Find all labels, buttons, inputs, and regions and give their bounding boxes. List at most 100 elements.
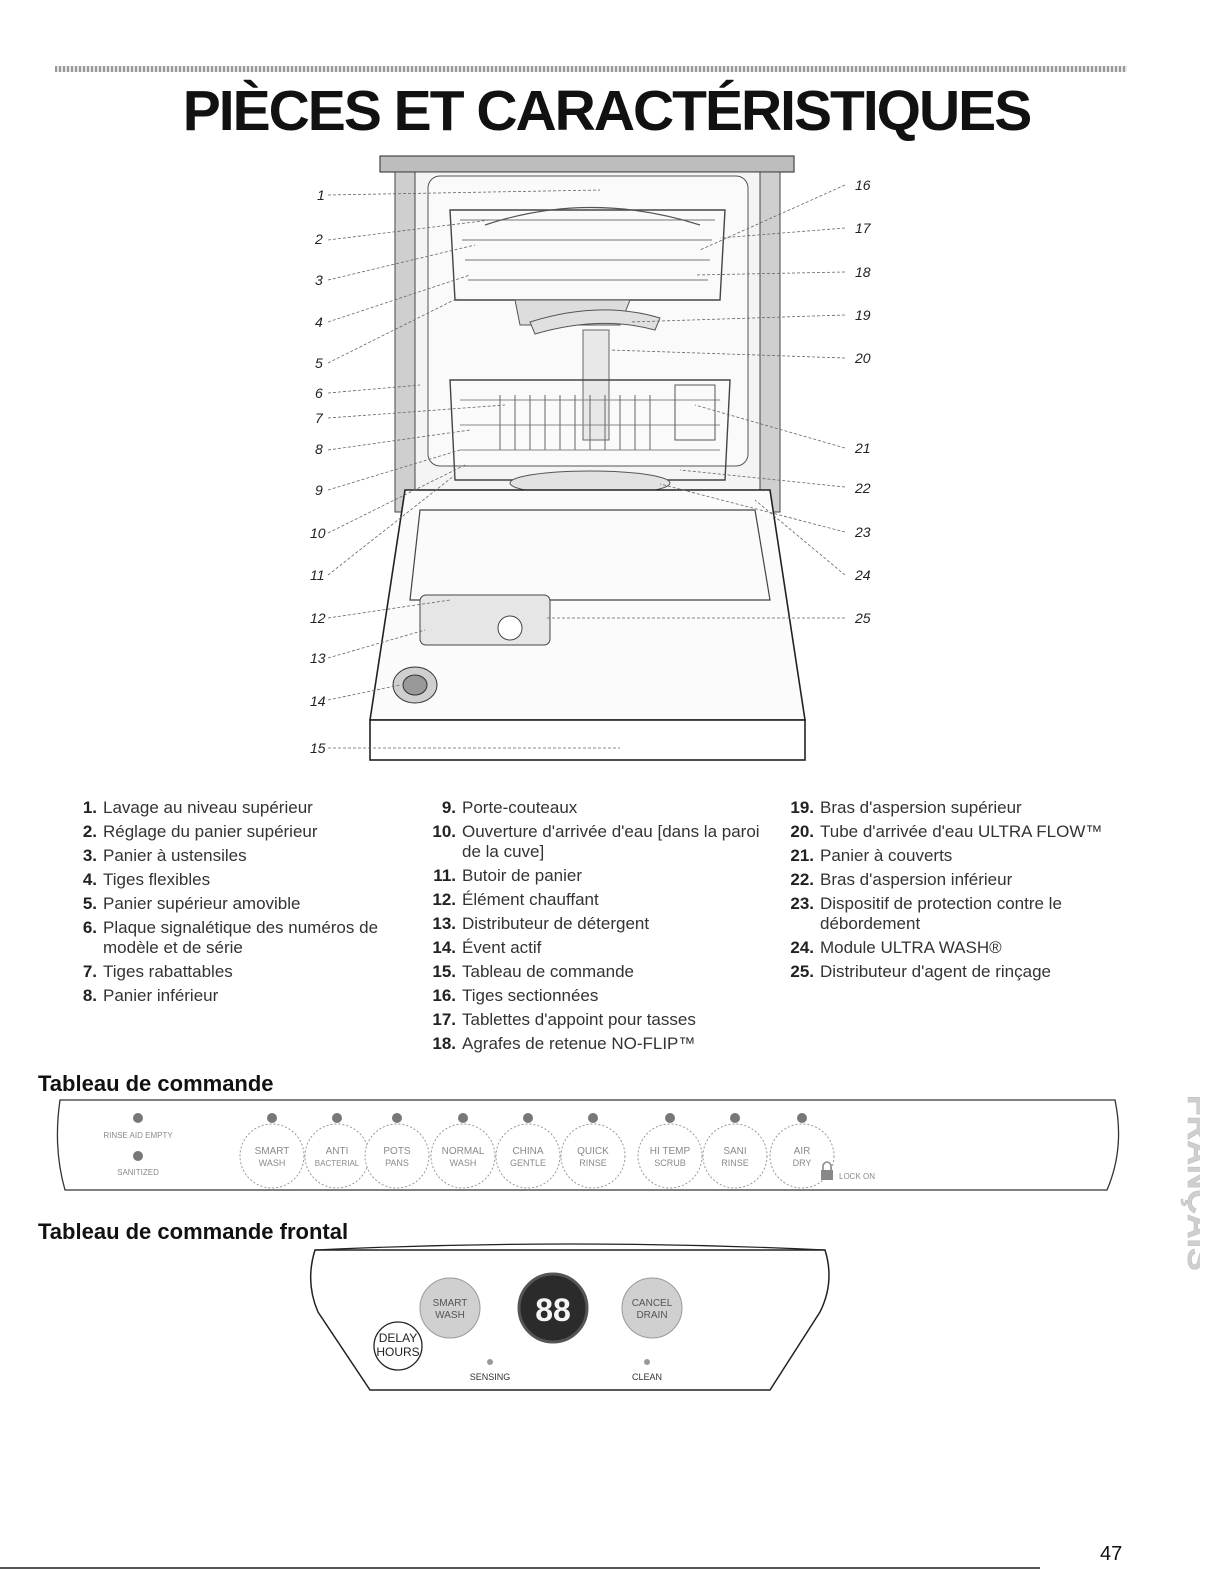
panel-button-normal-wash[interactable]: NORMAL WASH — [430, 1113, 496, 1189]
list-item: 7.Tiges rabattables — [82, 962, 233, 981]
callout-2: 2 — [314, 231, 323, 247]
callout-18: 18 — [855, 264, 871, 280]
callout-11: 11 — [310, 567, 325, 583]
list-item: 20.Tube d'arrivée d'eau ULTRA FLOW™ — [790, 822, 1103, 841]
clean-indicator — [644, 1359, 650, 1365]
parts-list-column-2: 9.Porte-couteaux 10.Ouverture d'arrivée … — [432, 798, 762, 1058]
language-side-tab: FRANÇAIS — [1180, 1095, 1200, 1271]
svg-text:FRANÇAIS: FRANÇAIS — [1180, 1095, 1200, 1271]
panel-button-smart-wash-front[interactable]: SMART WASH — [419, 1277, 481, 1339]
list-item: 18.Agrafes de retenue NO-FLIP™ — [432, 1034, 696, 1053]
list-item: 13.Distributeur de détergent — [432, 914, 650, 933]
lock-icon — [821, 1161, 833, 1180]
callout-6: 6 — [315, 385, 323, 401]
control-panel-heading: Tableau de commande — [38, 1071, 274, 1096]
callout-14: 14 — [310, 693, 326, 709]
svg-text:NORMAL: NORMAL — [442, 1146, 485, 1157]
callout-17: 17 — [855, 220, 872, 236]
callout-22: 22 — [854, 480, 871, 496]
rinse-aid-indicator — [133, 1113, 143, 1123]
svg-text:CHINA: CHINA — [512, 1146, 543, 1157]
list-item: 24.Module ULTRA WASH® — [790, 938, 1002, 957]
top-rule — [55, 66, 1127, 72]
lock-on-label: LOCK ON — [839, 1172, 875, 1181]
callout-25: 25 — [854, 610, 871, 626]
parts-list-column-1: 1.Lavage au niveau supérieur 2.Réglage d… — [82, 798, 403, 1010]
svg-text:WASH: WASH — [435, 1310, 465, 1321]
callout-15: 15 — [310, 740, 326, 756]
sensing-indicator — [487, 1359, 493, 1365]
callout-3: 3 — [315, 272, 323, 288]
callout-19: 19 — [855, 307, 871, 323]
list-item: 6.Plaque signalétique des numéros de mod… — [82, 918, 379, 957]
list-item: 8.Panier inférieur — [82, 986, 219, 1005]
svg-text:RINSE: RINSE — [721, 1158, 749, 1168]
list-item: 23.Dispositif de protection contre le dé… — [790, 894, 1062, 933]
svg-text:POTS: POTS — [383, 1146, 411, 1157]
callout-5: 5 — [315, 355, 323, 371]
list-item: 10.Ouverture d'arrivée d'eau [dans la pa… — [432, 822, 760, 861]
svg-text:QUICK: QUICK — [577, 1146, 609, 1157]
rinse-aid-label: RINSE AID EMPTY — [103, 1131, 173, 1140]
panel-button-hi-temp-scrub[interactable]: HI TEMP SCRUB — [637, 1113, 703, 1189]
svg-text:AIR: AIR — [794, 1146, 811, 1157]
list-item: 2.Réglage du panier supérieur — [82, 822, 318, 841]
panel-button-smart-wash[interactable]: SMART WASH — [239, 1113, 305, 1189]
callout-4: 4 — [315, 314, 323, 330]
list-item: 12.Élément chauffant — [432, 890, 599, 909]
dishwasher-diagram: 1 2 3 4 5 6 7 8 9 10 11 12 13 14 15 16 1… — [310, 155, 872, 761]
control-panel-strip: RINSE AID EMPTY SANITIZED SMART WASH ANT… — [56, 1099, 1120, 1191]
svg-text:PANS: PANS — [385, 1158, 409, 1168]
svg-text:GENTLE: GENTLE — [510, 1158, 546, 1168]
panel-button-cancel-drain[interactable]: CANCEL DRAIN — [621, 1277, 683, 1339]
list-item: 15.Tableau de commande — [432, 962, 635, 981]
list-item: 4.Tiges flexibles — [82, 870, 211, 889]
list-item: 19.Bras d'aspersion supérieur — [790, 798, 1022, 817]
svg-text:ANTI: ANTI — [326, 1146, 349, 1157]
bottom-rule — [0, 1567, 1040, 1569]
svg-text:CANCEL: CANCEL — [632, 1298, 673, 1309]
delay-hours-button[interactable]: DELAY HOURS — [373, 1321, 423, 1371]
callout-1: 1 — [317, 187, 325, 203]
callout-16: 16 — [855, 177, 871, 193]
panel-button-pots-pans[interactable]: POTS PANS — [364, 1113, 430, 1189]
svg-text:WASH: WASH — [450, 1158, 477, 1168]
callout-21: 21 — [854, 440, 871, 456]
list-item: 17.Tablettes d'appoint pour tasses — [432, 1010, 696, 1029]
front-panel-heading: Tableau de commande frontal — [38, 1219, 349, 1244]
svg-text:88: 88 — [535, 1292, 571, 1328]
digital-display: 88 — [517, 1272, 589, 1344]
page-title: PIÈCES ET CARACTÉRISTIQUES — [182, 79, 1032, 143]
list-item: 3.Panier à ustensiles — [82, 846, 247, 865]
list-item: 21.Panier à couverts — [790, 846, 953, 865]
svg-text:SMART: SMART — [433, 1298, 468, 1309]
svg-text:WASH: WASH — [259, 1158, 286, 1168]
sanitized-indicator — [133, 1151, 143, 1161]
sanitized-label: SANITIZED — [117, 1168, 159, 1177]
front-control-panel: SMART WASH 88 CANCEL DRAIN DELAY HOURS S… — [309, 1243, 830, 1391]
list-item: 1.Lavage au niveau supérieur — [82, 798, 313, 817]
page-number: 47 — [1100, 1543, 1123, 1565]
svg-text:RINSE: RINSE — [579, 1158, 607, 1168]
panel-button-quick-rinse[interactable]: QUICK RINSE — [560, 1113, 626, 1189]
parts-list-column-3: 19.Bras d'aspersion supérieur 20.Tube d'… — [790, 798, 1120, 986]
svg-text:SCRUB: SCRUB — [654, 1158, 686, 1168]
list-item: 5.Panier supérieur amovible — [82, 894, 301, 913]
panel-button-air-dry[interactable]: AIR DRY — [769, 1113, 835, 1189]
list-item: 16.Tiges sectionnées — [432, 986, 599, 1005]
clean-label: CLEAN — [632, 1372, 662, 1382]
svg-text:SANI: SANI — [723, 1146, 746, 1157]
callout-9: 9 — [315, 482, 323, 498]
panel-button-china-gentle[interactable]: CHINA GENTLE — [495, 1113, 561, 1189]
panel-button-anti-bacterial[interactable]: ANTI BACTERIAL — [304, 1113, 370, 1189]
svg-text:DRY: DRY — [793, 1158, 812, 1168]
list-item: 25.Distributeur d'agent de rinçage — [790, 962, 1051, 981]
list-item: 9.Porte-couteaux — [441, 798, 578, 817]
callout-24: 24 — [854, 567, 871, 583]
svg-text:DELAY: DELAY — [379, 1331, 417, 1345]
list-item: 11.Butoir de panier — [433, 866, 583, 885]
list-item: 22.Bras d'aspersion inférieur — [790, 870, 1013, 889]
list-item: 14.Évent actif — [432, 938, 542, 957]
callout-12: 12 — [310, 610, 326, 626]
panel-button-sani-rinse[interactable]: SANI RINSE — [702, 1113, 768, 1189]
